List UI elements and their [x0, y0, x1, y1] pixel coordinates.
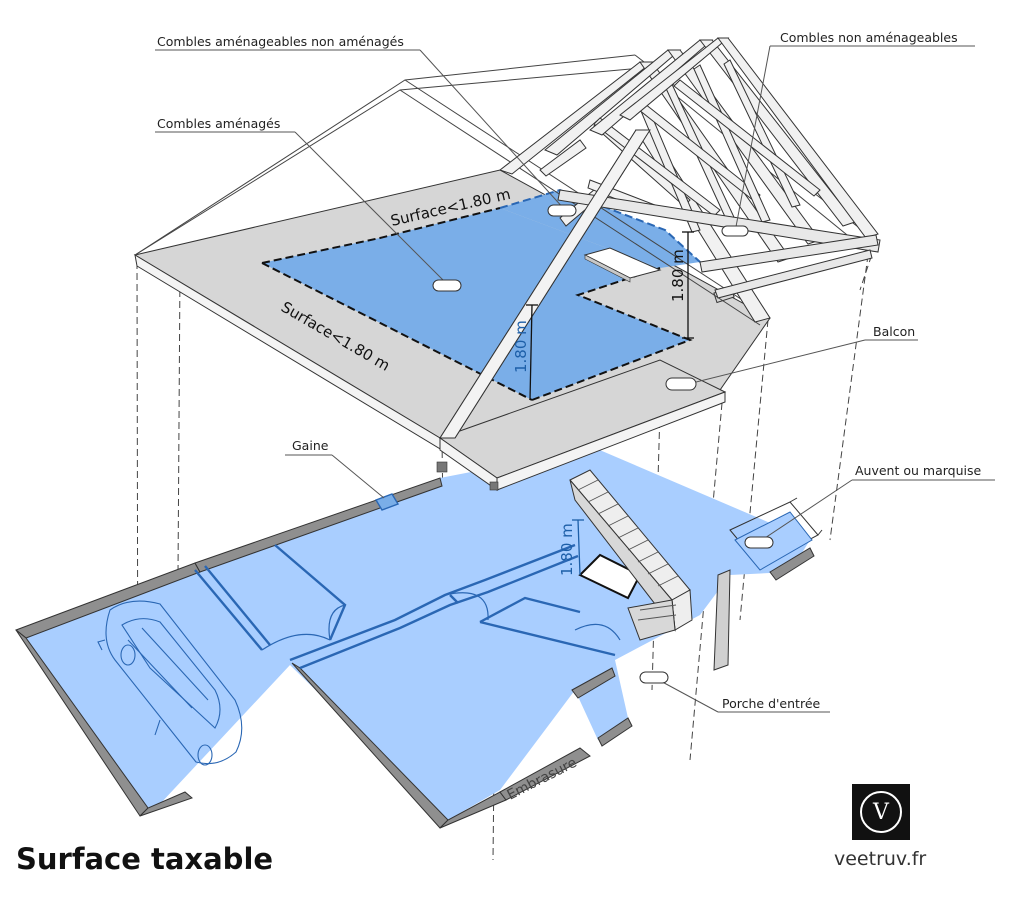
logo-letter: V: [860, 791, 902, 833]
staircase: [569, 469, 693, 641]
label-balcon: Balcon: [873, 324, 915, 339]
callout-pills: [432, 204, 774, 684]
combles-amenages-area: [262, 208, 690, 400]
porch-post: [713, 569, 731, 671]
dimension-lines: [526, 231, 694, 401]
wall-embrasure: [499, 747, 591, 801]
label-height-attic-center: 1.80 m: [512, 320, 530, 373]
brand-logo: V: [852, 784, 910, 840]
label-combles-amenageables: Combles aménageables non aménagés: [157, 34, 404, 49]
callout-leaders: [155, 45, 995, 713]
wall-right: [769, 547, 815, 581]
label-gaine: Gaine: [292, 438, 329, 453]
stair-dimension: [572, 519, 584, 576]
wall-porch-a: [571, 667, 616, 699]
page-title: Surface taxable: [16, 842, 274, 876]
brand-site: veetruv.fr: [834, 848, 927, 870]
wall-front-left: [139, 791, 193, 817]
gaine-ground: [374, 493, 400, 511]
auvent-box: [729, 497, 823, 571]
label-combles-amenages: Combles aménagés: [157, 116, 280, 131]
ground-floor-surface: [22, 448, 810, 820]
label-auvent: Auvent ou marquise: [855, 463, 981, 478]
label-porche: Porche d'entrée: [722, 696, 821, 711]
car-icon: [97, 600, 243, 766]
label-combles-non-amenageables: Combles non aménageables: [780, 30, 958, 45]
wall-porch-b: [597, 717, 633, 747]
ground-floor: [15, 448, 815, 829]
label-height-attic-right: 1.80 m: [669, 249, 687, 302]
label-height-stair: 1.80 m: [558, 523, 576, 576]
front-rafter: [439, 129, 651, 439]
